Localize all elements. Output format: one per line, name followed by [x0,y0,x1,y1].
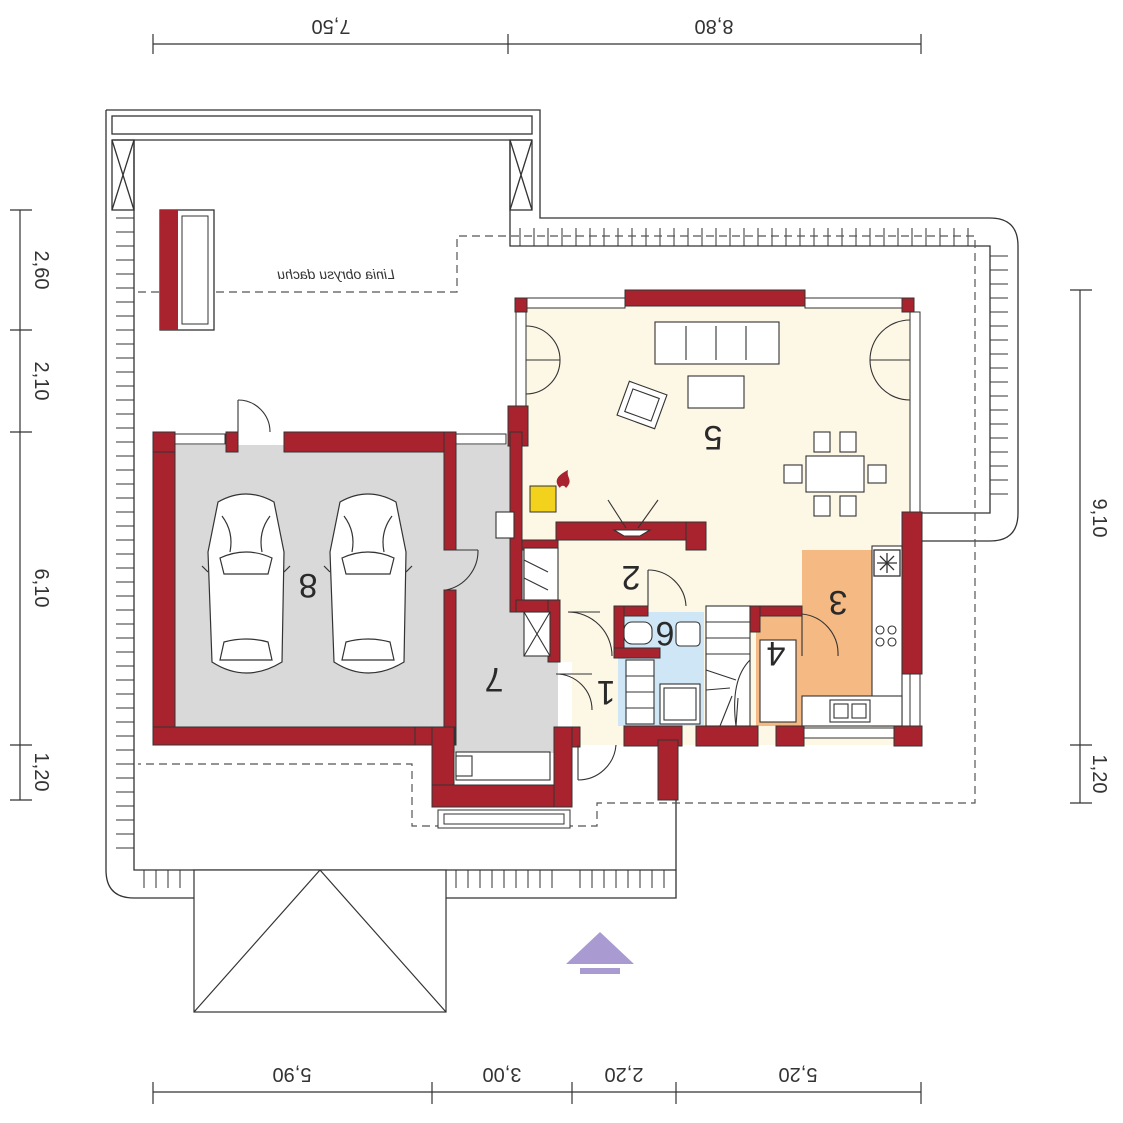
floors [175,302,912,753]
furniture [455,321,903,781]
room-number-1: 1 [597,673,616,711]
dim-bottom-4: 5,20 [779,1063,818,1085]
coffee-table [687,375,745,409]
sofa [654,321,780,365]
fireplace [529,470,570,513]
toilet [623,621,653,645]
chimney [159,209,215,331]
sink [675,621,701,647]
railing-ticks [116,217,1008,888]
car-icon [201,493,291,674]
dim-bottom-3: 2,20 [605,1063,644,1085]
room-number-4: 4 [767,634,786,672]
room-number-8: 8 [299,566,318,604]
roof-outline-label: Linia obrysu dachu [277,266,395,282]
dim-left-3: 6,10 [30,569,52,608]
dimension-labels: 7,50 8,80 5,90 3,00 2,20 5,20 2,60 2,10 … [30,15,1110,1085]
windows [174,297,921,829]
room-number-5: 5 [704,418,723,456]
dim-right-2: 1,20 [1088,755,1110,794]
stairs [705,605,751,727]
room-number-6: 6 [656,614,675,652]
fireplace-flame-icon [556,470,570,488]
armchair [616,380,668,430]
dim-left-4: 1,20 [30,753,52,792]
dim-right-1: 9,10 [1088,499,1110,538]
dim-top-2: 8,80 [695,15,734,37]
outer-terrace [105,109,1019,899]
doors [237,319,911,781]
dim-top-1: 7,50 [312,15,351,37]
entrance-roof [193,869,447,1013]
room-number-3: 3 [829,583,848,621]
entrance-arrow-icon [566,932,634,974]
dimension-lines [10,34,1092,1104]
dim-left-2: 2,10 [30,362,52,401]
dim-bottom-2: 3,00 [483,1063,522,1085]
room-number-7: 7 [485,660,504,698]
dim-left-1: 2,60 [30,251,52,290]
dim-bottom-1: 5,90 [273,1063,312,1085]
room-number-2: 2 [622,558,641,596]
walls [152,289,923,808]
fridge-snowflake-icon [873,549,901,577]
room-numbers: 1 2 3 4 5 6 7 8 [299,418,848,711]
dining-table [805,455,865,493]
car-icon [323,493,413,674]
